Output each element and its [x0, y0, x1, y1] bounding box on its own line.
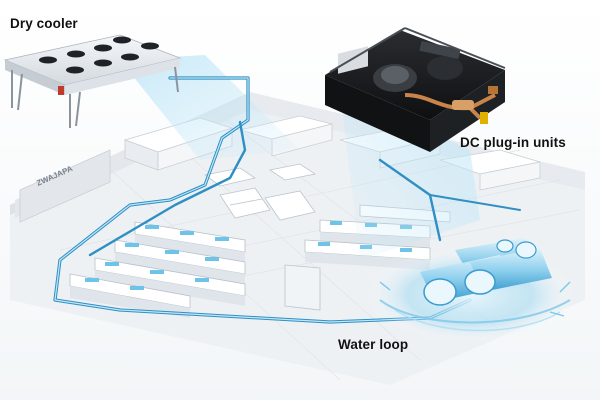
dc-plugin-unit: [325, 27, 506, 152]
water-loop-label: Water loop: [338, 337, 409, 352]
water-loop-pipe-ends: [379, 238, 571, 332]
dc-unit-beam: [340, 90, 480, 260]
dry-cooler-label: Dry cooler: [10, 16, 78, 31]
center-shelving: [204, 163, 321, 311]
dc-plugin-units-label: DC plug-in units: [460, 135, 566, 150]
dry-cooler-unit: [3, 34, 182, 128]
display-cases-left: [69, 221, 246, 318]
dry-cooler-beam: [120, 55, 300, 160]
water-loop-pipes: [53, 76, 521, 324]
